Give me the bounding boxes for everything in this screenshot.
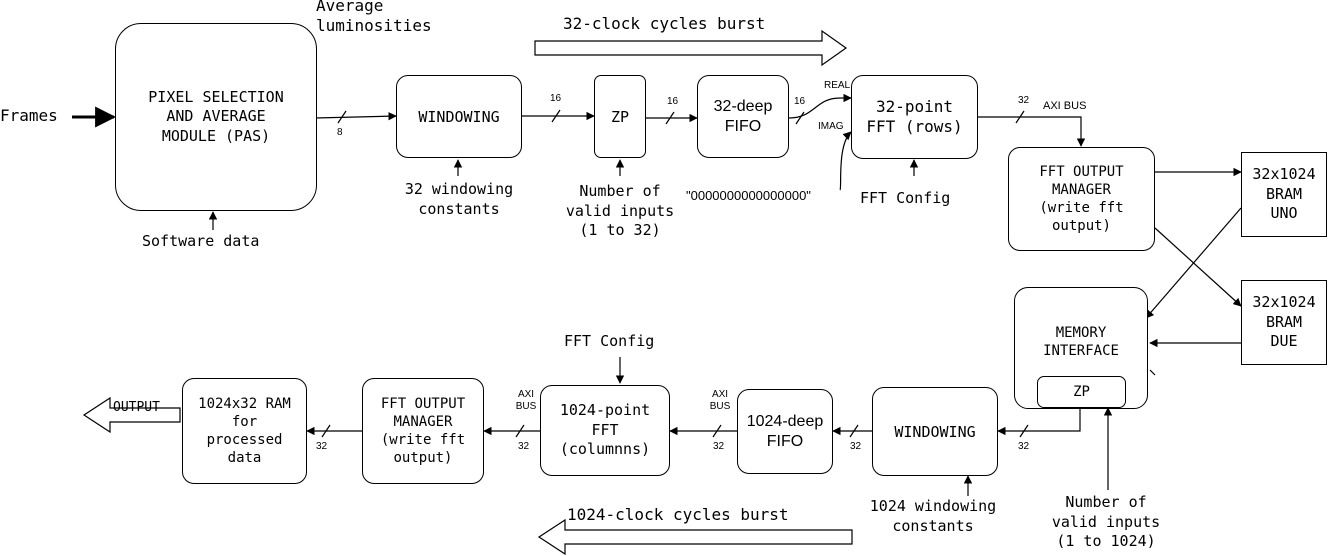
output-label: OUTPUT: [113, 400, 160, 415]
axi-bus-top-label: AXI BUS: [1043, 100, 1087, 112]
win-consts-1024-label: 1024 windowing constants: [869, 497, 997, 535]
fifo1024-block: 1024-deep FIFO: [737, 389, 833, 474]
output-arrow: [82, 396, 181, 434]
burst-top-label: 32-clock cycles burst: [563, 14, 766, 33]
burst-arrow-bottom: [537, 518, 853, 556]
burst-arrow-top: [534, 29, 848, 67]
pas-to-windowing: [314, 111, 397, 121]
width-32-c-label: 32: [850, 441, 862, 452]
width-32-f-label: 32: [316, 441, 328, 452]
imag-label: IMAG: [818, 121, 844, 132]
width-32-d-label: 32: [713, 441, 725, 452]
frames-label: Frames: [0, 106, 58, 125]
fft32-block: 32-point FFT (rows): [851, 75, 978, 159]
axi-bus-fom-label: AXI BUS: [515, 389, 537, 412]
bram-uno-block: 32x1024 BRAM UNO: [1241, 152, 1327, 237]
pas-block: PIXEL SELECTION AND AVERAGE MODULE (PAS): [115, 23, 317, 211]
axi-bus-fft-label: AXI BUS: [709, 389, 731, 412]
valid-inputs-1024-label: Number of valid inputs (1 to 1024): [1051, 493, 1161, 550]
width-16-a-label: 16: [550, 93, 562, 104]
zp-top-block: ZP: [594, 75, 646, 158]
width-32-e-label: 32: [518, 441, 530, 452]
bram-due-block: 32x1024 BRAM DUE: [1241, 280, 1327, 365]
width-16-c-label: 16: [794, 96, 806, 107]
zeros-label: "0000000000000000": [686, 188, 811, 203]
ram-block: 1024x32 RAM for processed data: [182, 378, 307, 484]
fft1024-block: 1024-point FFT (columnns): [540, 385, 670, 476]
fom-top-block: FFT OUTPUT MANAGER (write fft output): [1008, 147, 1155, 251]
fft-config-bottom-label: FFT Config: [564, 332, 655, 350]
width-16-b-label: 16: [667, 96, 679, 107]
fom-bottom-block: FFT OUTPUT MANAGER (write fft output): [362, 378, 484, 484]
burst-bottom-label: 1024-clock cycles burst: [567, 505, 789, 524]
zp-mem-block: ZP: [1037, 376, 1126, 408]
win-consts-32-label: 32 windowing constants: [404, 180, 514, 218]
fifo32-block: 32-deep FIFO: [697, 75, 789, 158]
fft-config-top-label: FFT Config: [860, 189, 951, 207]
memory-interface-label: MEMORY INTERFACE: [1043, 325, 1119, 360]
width-32-a-label: 32: [1018, 95, 1030, 106]
windowing-bottom-block: WINDOWING: [872, 387, 998, 476]
avg-luminosities-label: Average luminosities: [316, 0, 432, 35]
width-32-b-label: 32: [1018, 441, 1030, 452]
memory-interface-block: MEMORY INTERFACE ZP: [1014, 287, 1148, 409]
windowing-top-block: WINDOWING: [396, 75, 522, 158]
width-8-label: 8: [337, 127, 343, 138]
real-label: REAL: [824, 80, 851, 91]
software-data-label: Software data: [142, 232, 260, 250]
valid-inputs-32-label: Number of valid inputs (1 to 32): [565, 182, 675, 239]
